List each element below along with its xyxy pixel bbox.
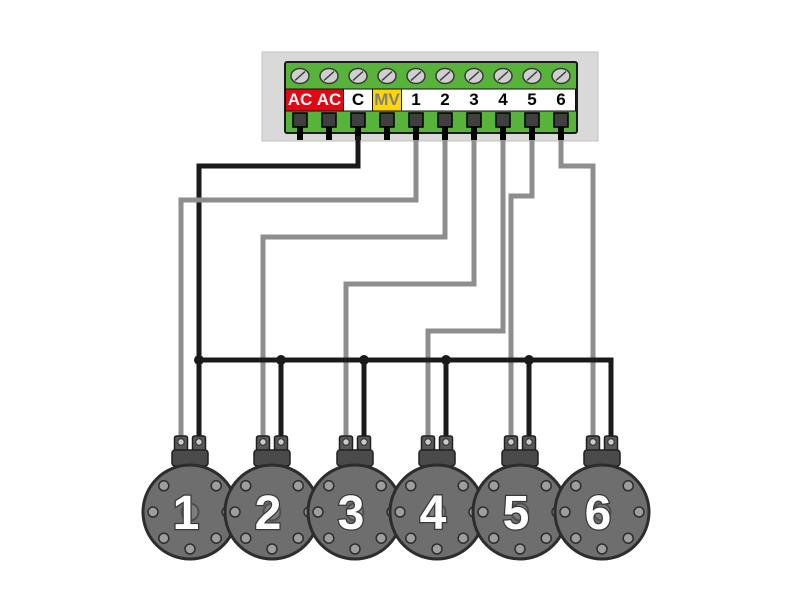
valve-1-label: 1 [173, 487, 200, 540]
valves: 1 2 3 4 5 6 [141, 434, 651, 561]
terminal-screw-icon [377, 67, 397, 85]
terminal-label-1: 1 [411, 90, 420, 109]
junction-dots [194, 355, 534, 365]
terminal-label-4: 4 [498, 90, 508, 109]
terminal-contact [437, 112, 453, 128]
terminal-screw-icon [551, 67, 571, 85]
valve-3-label: 3 [338, 487, 365, 540]
terminal-contact [553, 112, 569, 128]
terminal-screw-icon [406, 67, 426, 85]
ac-label-background [285, 88, 344, 112]
terminal-label-5: 5 [527, 90, 536, 109]
station-wire-2 [260, 140, 448, 444]
station-wire-1 [178, 140, 419, 444]
terminal-stub [471, 127, 477, 140]
junction-dot [359, 355, 369, 365]
terminal-stub [413, 127, 419, 140]
terminal-stub [297, 127, 303, 140]
terminal-label-ac-2: AC [317, 90, 342, 109]
common-bus-line [199, 357, 614, 444]
terminal-label-common: C [352, 90, 364, 109]
terminal-screw-icon [493, 67, 513, 85]
station-wire-3 [343, 140, 477, 444]
terminal-contact [292, 112, 308, 128]
terminal-contact [350, 112, 366, 128]
terminal-screw-icon [464, 67, 484, 85]
valve-6-label: 6 [585, 487, 612, 540]
terminal-stub [500, 127, 506, 140]
station-wire-4 [425, 140, 506, 444]
terminal-stub [529, 127, 535, 140]
terminal-stub [442, 127, 448, 140]
terminal-label-6: 6 [556, 90, 565, 109]
terminal-stub [558, 127, 564, 140]
terminal-stub [355, 127, 361, 140]
terminal-contact [524, 112, 540, 128]
station-wire-6 [558, 140, 596, 444]
terminal-contact [466, 112, 482, 128]
terminal-screw-icon [290, 67, 310, 85]
terminal-screw-icon [319, 67, 339, 85]
terminal-stub [384, 127, 390, 140]
valve-4-label: 4 [420, 487, 447, 540]
terminal-screw-icon [522, 67, 542, 85]
station-wire-5 [508, 140, 535, 444]
junction-dot [524, 355, 534, 365]
valve-2-label: 2 [255, 487, 282, 540]
mv-label-background [372, 88, 402, 112]
terminal-label-row: AC AC C MV 1 2 3 4 5 6 [285, 88, 576, 112]
terminal-label-2: 2 [440, 90, 449, 109]
common-wire-upper [196, 136, 361, 360]
common-wire-from-c [196, 136, 361, 360]
terminal-contact [321, 112, 337, 128]
junction-dot [276, 355, 286, 365]
terminal-contact [495, 112, 511, 128]
common-bus [196, 357, 614, 444]
terminal-label-3: 3 [469, 90, 478, 109]
terminal-screw-icon [348, 67, 368, 85]
terminal-screw-icon [435, 67, 455, 85]
terminal-contact [408, 112, 424, 128]
terminal-stub [326, 127, 332, 140]
station-wires [178, 140, 596, 444]
junction-dot [441, 355, 451, 365]
terminal-label-mv: MV [374, 90, 400, 109]
terminal-contact [379, 112, 395, 128]
valve-5-label: 5 [503, 487, 530, 540]
terminal-label-ac-1: AC [288, 90, 313, 109]
junction-dot [194, 355, 204, 365]
terminal-contacts [292, 112, 569, 140]
